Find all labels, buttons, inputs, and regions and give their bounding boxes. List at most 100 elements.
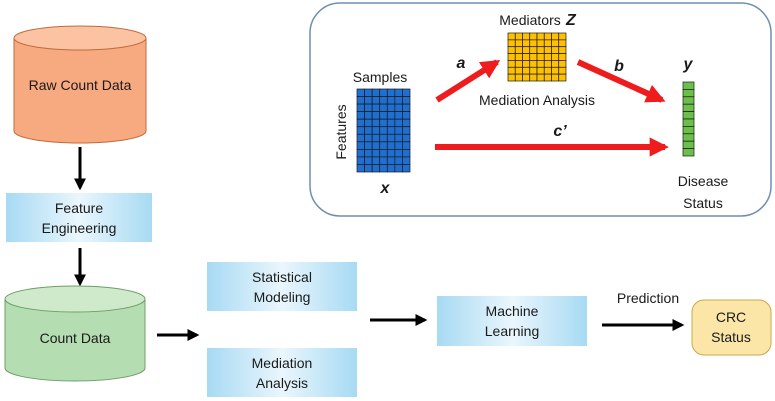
mediators-cell xyxy=(536,73,545,82)
mediators-cell xyxy=(529,53,538,61)
disease-label: Disease xyxy=(678,173,729,189)
mediation-analysis-box: Mediation Analysis xyxy=(207,348,357,397)
features-cell xyxy=(371,103,381,112)
mediators-cell xyxy=(529,66,538,75)
features-cell xyxy=(364,118,373,128)
mediators-cell xyxy=(522,66,531,75)
features-label: Features xyxy=(333,104,349,159)
mediators-cell xyxy=(558,53,567,61)
features-cell xyxy=(364,111,373,120)
features-cell xyxy=(364,141,373,150)
mediators-cell xyxy=(529,60,538,68)
mediators-cell xyxy=(551,46,560,54)
count-data-db: Count Data xyxy=(4,285,146,382)
mediators-matrix xyxy=(507,32,567,82)
feature-engineering-box: Feature Engineering xyxy=(6,193,152,242)
mediation-panel xyxy=(309,2,772,217)
statistical-modeling-label-2: Modeling xyxy=(254,289,311,305)
mediators-cell xyxy=(536,39,545,48)
features-cell xyxy=(364,149,373,158)
features-cell xyxy=(356,96,365,105)
status-cell xyxy=(682,133,695,142)
mediation-analysis-label-1: Mediation xyxy=(252,355,313,371)
features-cell xyxy=(379,126,388,135)
features-cell xyxy=(402,164,411,173)
mediators-cell xyxy=(522,39,531,48)
mediators-cell xyxy=(558,39,567,48)
y-label: y xyxy=(683,56,694,73)
mediators-cell xyxy=(551,39,560,48)
mediators-cell xyxy=(551,60,560,68)
mediators-cell xyxy=(551,73,560,82)
features-cell xyxy=(394,141,403,150)
features-cell xyxy=(386,118,396,128)
path-b-arrow xyxy=(576,59,666,103)
features-cell xyxy=(402,111,411,120)
mediators-cell xyxy=(551,32,560,41)
features-cell xyxy=(394,103,403,112)
mediators-cell xyxy=(536,46,545,54)
features-cell xyxy=(371,149,381,158)
mediators-cell xyxy=(514,60,523,68)
features-cell xyxy=(356,118,365,128)
machine-learning-label-1: Machine xyxy=(486,303,539,319)
features-cell xyxy=(402,133,411,143)
features-cell xyxy=(402,96,411,105)
mediators-cell xyxy=(536,66,545,75)
mediators-cell xyxy=(514,73,523,82)
features-cell xyxy=(364,164,373,173)
features-cell xyxy=(364,156,373,165)
features-cell xyxy=(386,149,396,158)
features-cell xyxy=(371,88,381,97)
mediators-cell xyxy=(514,46,523,54)
mediators-cell xyxy=(543,39,552,48)
features-cell xyxy=(379,164,388,173)
samples-label: Samples xyxy=(353,69,407,85)
mediators-cell xyxy=(536,32,545,41)
features-matrix xyxy=(356,88,411,173)
mediators-cell xyxy=(529,32,538,41)
mediators-cell xyxy=(529,73,538,82)
disease-status-vector xyxy=(682,81,695,157)
features-cell xyxy=(402,149,411,158)
features-cell xyxy=(386,156,396,165)
crc-status-box: CRC Status xyxy=(691,299,772,356)
features-cell xyxy=(394,164,403,173)
features-cell xyxy=(394,133,403,143)
mediators-cell xyxy=(536,53,545,61)
mediators-cell xyxy=(522,73,531,82)
features-cell xyxy=(394,111,403,120)
features-cell xyxy=(356,133,365,143)
mediators-cell xyxy=(558,73,567,82)
path-b-label: b xyxy=(614,58,624,75)
status-label: Status xyxy=(683,195,723,211)
features-cell xyxy=(379,156,388,165)
features-cell xyxy=(386,111,396,120)
features-cell xyxy=(371,118,381,128)
statistical-modeling-label-1: Statistical xyxy=(252,269,312,285)
features-cell xyxy=(371,111,381,120)
features-cell xyxy=(379,133,388,143)
mediators-cell xyxy=(514,53,523,61)
mediators-cell xyxy=(543,73,552,82)
features-cell xyxy=(402,118,411,128)
features-cell xyxy=(371,96,381,105)
features-cell xyxy=(379,118,388,128)
mediators-cell xyxy=(529,46,538,54)
path-a-label: a xyxy=(457,55,466,72)
features-cell xyxy=(356,141,365,150)
mediators-cell xyxy=(536,60,545,68)
features-cell xyxy=(402,88,411,97)
features-cell xyxy=(379,111,388,120)
features-cell xyxy=(386,164,396,173)
status-cell xyxy=(682,103,695,112)
mediators-cell xyxy=(522,60,531,68)
mediators-cell xyxy=(551,53,560,61)
mediators-cell xyxy=(507,73,516,82)
features-cell xyxy=(379,149,388,158)
mediation-analysis-caption: Mediation Analysis xyxy=(479,92,595,108)
status-cell xyxy=(682,81,695,90)
mediators-cell xyxy=(558,32,567,41)
mediators-cell xyxy=(507,60,516,68)
crc-status-label-1: CRC xyxy=(716,309,746,325)
